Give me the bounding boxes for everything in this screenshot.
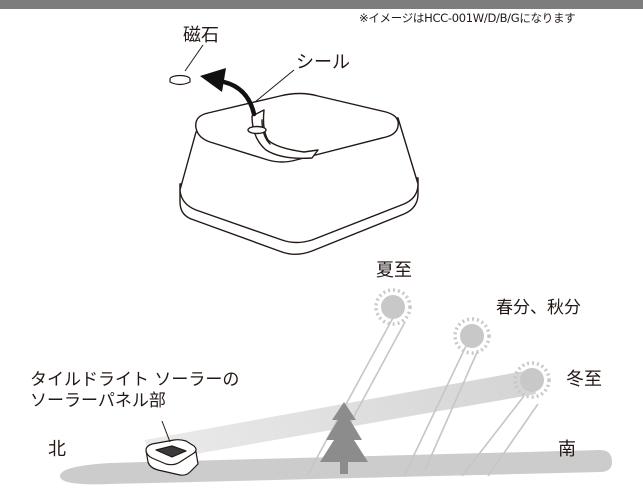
- model-note: ※イメージはHCC-001W/D/B/Gになります: [359, 11, 576, 25]
- magnet-disc-icon: [169, 74, 191, 86]
- south-label: 南: [558, 439, 576, 460]
- solar-panel-label-line2: ソーラーパネル部: [30, 391, 166, 411]
- ground-shadow: [60, 450, 612, 485]
- summer-sun-icon: [374, 288, 412, 326]
- top-bar: [0, 0, 643, 9]
- panel-leader: [161, 420, 171, 443]
- magnet-pocket: [247, 125, 267, 135]
- summer-solstice-label: 夏至: [376, 260, 412, 281]
- solar-panel-icon: [145, 439, 199, 476]
- seal-edge: [261, 119, 271, 145]
- seal-label: シール: [296, 52, 350, 73]
- leader-lines: [184, 44, 295, 103]
- winter-sun-icon: [513, 361, 551, 399]
- magnet-label: 磁石: [183, 25, 219, 46]
- equinox-sun-icon: [453, 317, 491, 355]
- north-label: 北: [48, 439, 66, 460]
- solar-panel-label-line1: タイルドライト ソーラーの: [30, 370, 240, 390]
- winter-solstice-label: 冬至: [566, 369, 602, 390]
- curved-arrow-icon: [200, 68, 257, 117]
- equinox-label: 春分、秋分: [496, 298, 581, 318]
- device-illustration: [179, 92, 419, 255]
- tree-icon: [320, 402, 368, 474]
